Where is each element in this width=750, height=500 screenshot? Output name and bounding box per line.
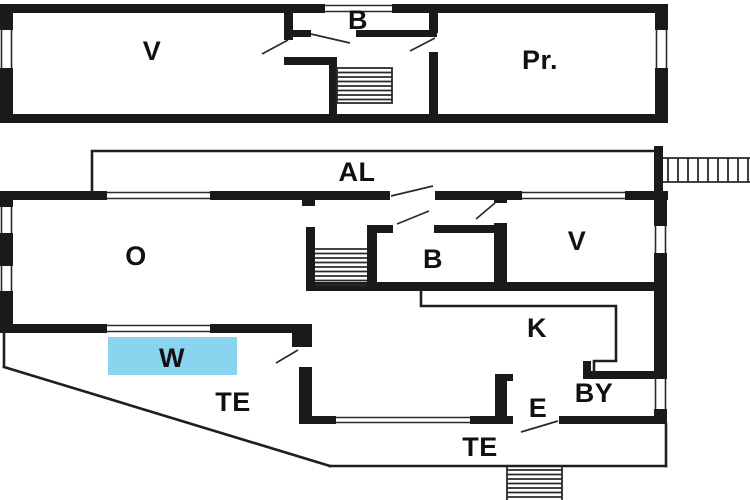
window-icon — [0, 266, 13, 291]
door-swing — [390, 185, 434, 197]
room-label-main-v: V — [568, 226, 587, 256]
window-icon — [655, 30, 668, 68]
window-icon — [0, 30, 13, 68]
room-label-w: W — [159, 343, 185, 373]
door-swing — [475, 202, 496, 220]
room-label-e: E — [529, 393, 548, 423]
main-windows — [0, 191, 667, 424]
room-highlight-w[interactable] — [108, 337, 237, 375]
room-label-upper-v: V — [143, 36, 162, 66]
door-swing — [275, 349, 299, 364]
kitchen-boundary — [419, 289, 618, 376]
main-interior-walls — [302, 191, 667, 418]
terrace-boundary — [2, 331, 668, 468]
upper-floor-plan: V B Pr. — [0, 4, 668, 123]
balcony-al — [90, 146, 663, 194]
room-label-k: K — [527, 313, 547, 343]
window-icon — [336, 416, 470, 424]
upper-outer-walls — [0, 4, 668, 123]
external-ladder — [663, 157, 750, 183]
window-icon — [654, 379, 667, 409]
window-icon — [107, 324, 210, 333]
room-label-te-bottom: TE — [462, 432, 498, 462]
main-door-swings — [275, 185, 559, 433]
entrance-stairs — [506, 466, 563, 500]
door-swing — [409, 37, 436, 52]
room-label-upper-b: B — [348, 5, 368, 35]
upper-door-swings — [261, 33, 436, 55]
upper-windows — [0, 4, 668, 68]
upper-interior-walls — [284, 4, 438, 114]
door-swing — [520, 420, 559, 433]
main-floor-plan: AL O B V K W TE BY E TE — [0, 146, 750, 500]
door-swing — [396, 210, 430, 225]
door-swing — [261, 39, 289, 55]
window-icon — [522, 191, 625, 200]
door-swing — [310, 33, 351, 44]
main-staircase — [315, 248, 367, 286]
window-icon — [654, 226, 667, 253]
upper-staircase — [336, 67, 393, 104]
room-label-upper-pr: Pr. — [522, 45, 558, 75]
window-icon — [107, 191, 210, 200]
window-icon — [0, 207, 13, 233]
room-label-o: O — [125, 241, 147, 271]
room-label-al: AL — [339, 157, 376, 187]
window-icon — [325, 4, 392, 13]
room-label-main-b: B — [423, 244, 443, 274]
room-label-by: BY — [575, 378, 614, 408]
room-label-te-left: TE — [215, 387, 251, 417]
